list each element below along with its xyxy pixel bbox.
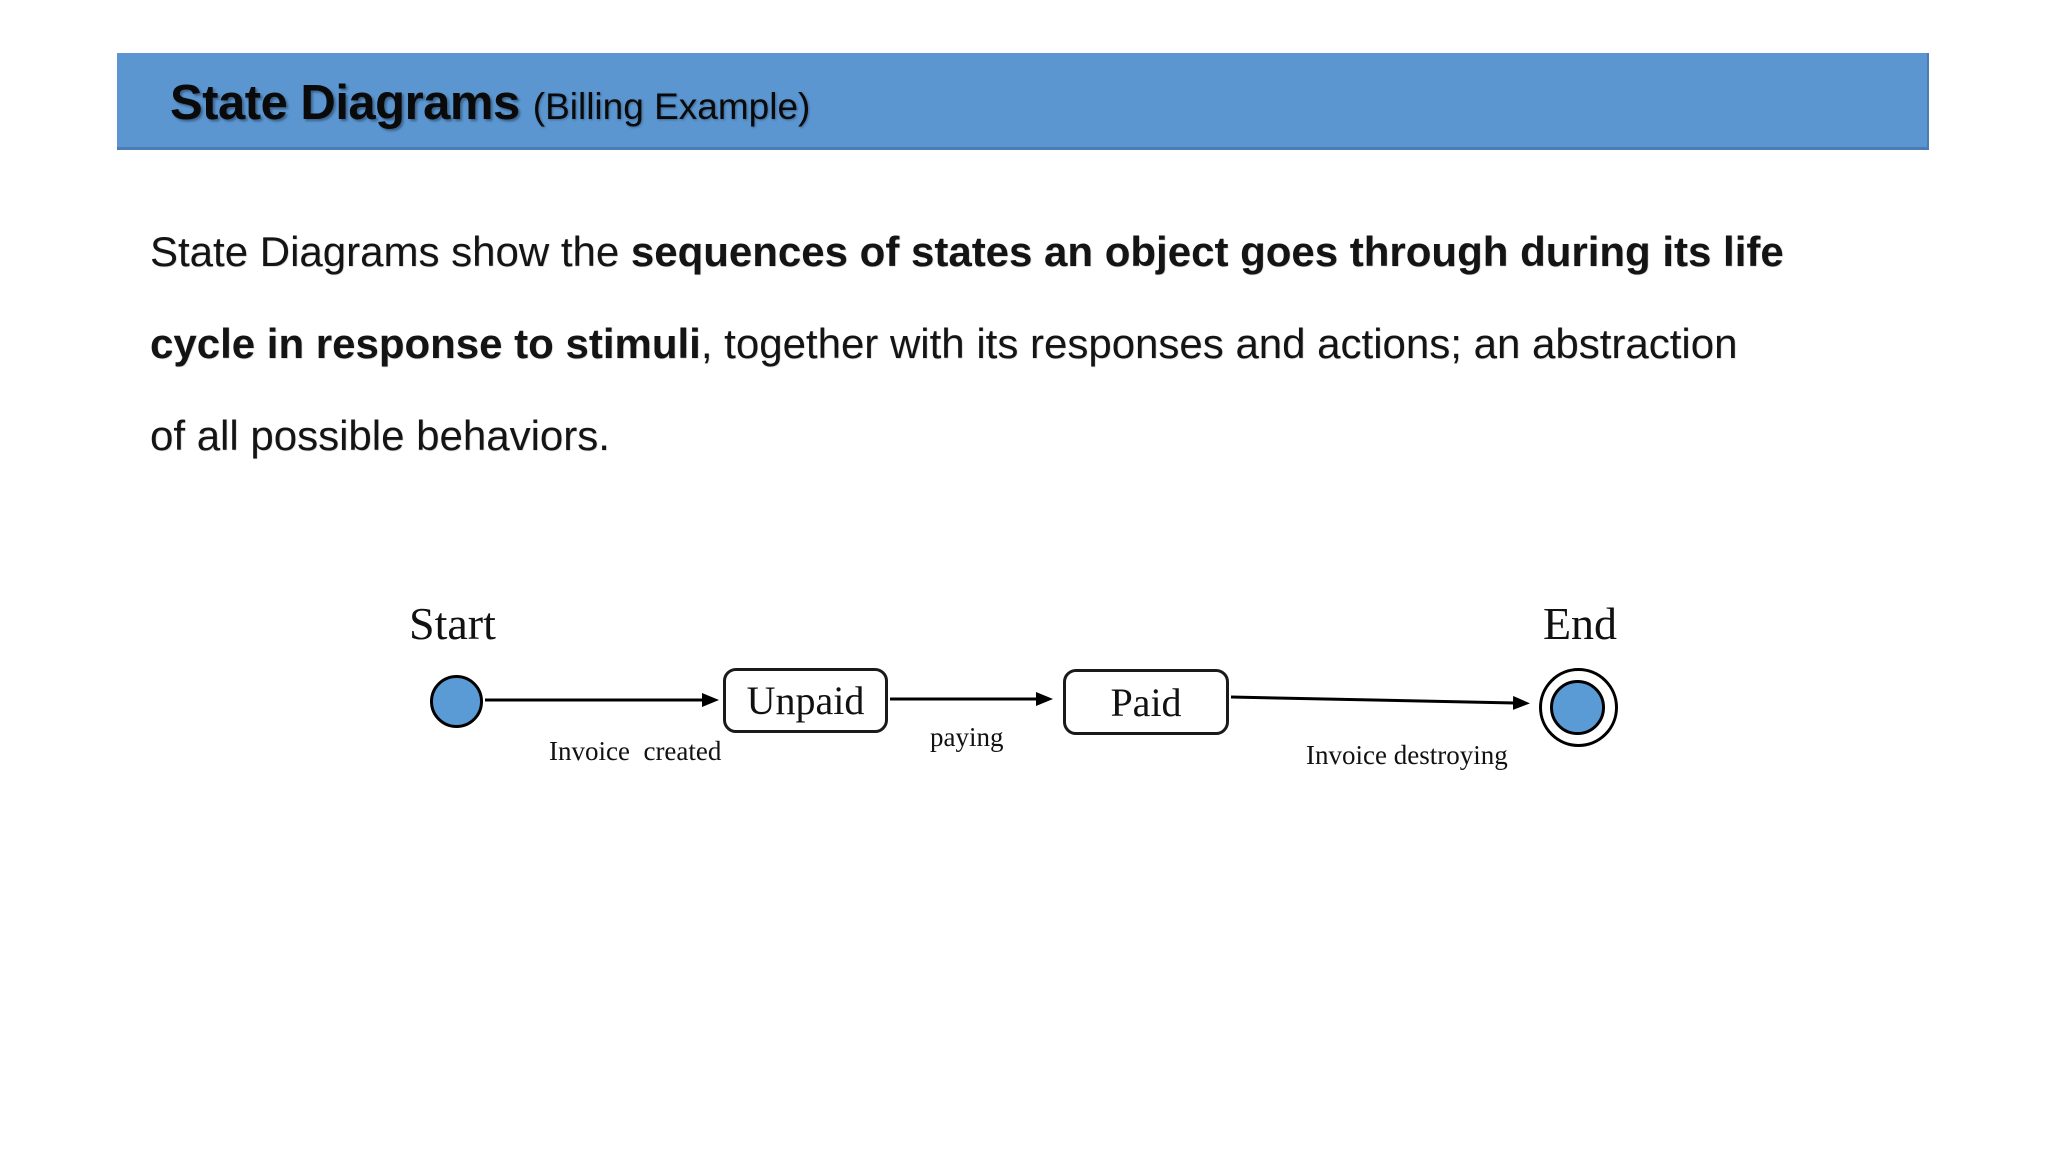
transition-label-invoice-created: Invoice created [549, 736, 722, 766]
state-box-paid: Paid [1063, 669, 1229, 735]
final-state-inner-circle [1550, 680, 1605, 735]
state-box-unpaid: Unpaid [723, 668, 888, 733]
paragraph-text: of all possible behaviors. [150, 412, 610, 459]
state-label: Unpaid [746, 678, 865, 723]
slide-title: State Diagrams [170, 76, 520, 130]
paragraph-text: State Diagrams show the [150, 228, 631, 275]
paragraph-line-3: of all possible behaviors. [150, 390, 1940, 482]
paragraph-line-1: State Diagrams show the sequences of sta… [150, 206, 1940, 298]
initial-state-circle [430, 675, 483, 728]
paragraph-bold-text: cycle in response to stimuli [150, 320, 701, 367]
arrow-paid-to-end [1230, 695, 1530, 710]
paragraph-line-2: cycle in response to stimuli, together w… [150, 298, 1940, 390]
title-banner: State Diagrams (Billing Example) [117, 53, 1929, 150]
transition-label-paying: paying [930, 722, 1004, 752]
body-paragraph: State Diagrams show the sequences of sta… [150, 206, 1940, 482]
paragraph-bold-text: sequences of states an object goes throu… [630, 228, 1784, 275]
state-label: Paid [1110, 679, 1182, 725]
paragraph-text: , together with its responses and action… [700, 320, 1738, 367]
end-label: End [1542, 598, 1618, 649]
start-label: Start [409, 598, 496, 649]
transition-label-invoice-destroying: Invoice destroying [1306, 740, 1508, 770]
slide-subtitle: (Billing Example) [532, 86, 811, 127]
